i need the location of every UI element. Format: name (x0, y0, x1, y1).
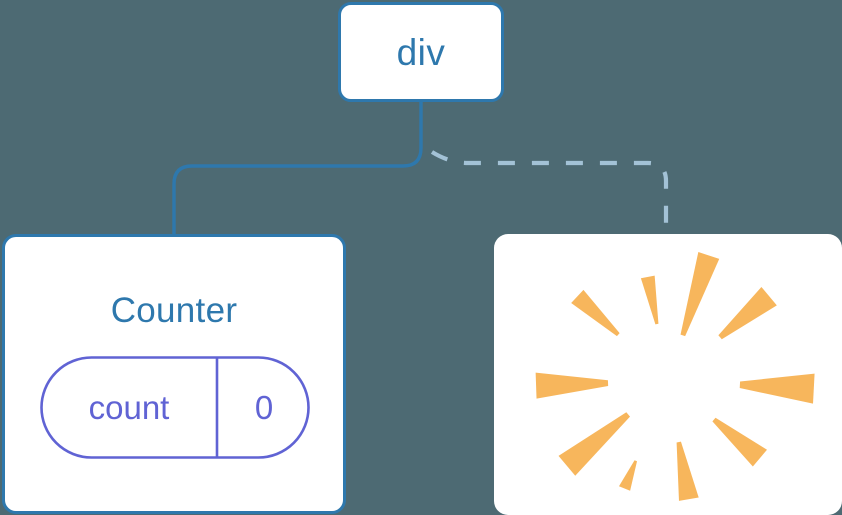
prop-pill-value: 0 (254, 389, 274, 426)
edge-div-to-counter-path (172, 99, 423, 238)
node-highlight[interactable] (494, 234, 842, 515)
sparkle-ray-3 (571, 289, 620, 337)
sparkle-ray-8 (676, 441, 699, 501)
sparkle-ray-7 (558, 412, 630, 476)
sparkle-ray-6 (712, 417, 767, 467)
sparkle-ray-5 (535, 372, 609, 399)
prop-pill-outline (40, 356, 310, 459)
sparkle-ray-4 (739, 373, 815, 404)
prop-pill-key: count (88, 389, 170, 426)
prop-pill-count[interactable]: count 0 (40, 356, 310, 459)
node-counter-title: Counter (110, 291, 238, 330)
sparkle-ray-0 (680, 252, 720, 337)
sparkle-ray-2 (718, 286, 777, 340)
node-div-label: div (396, 31, 446, 73)
sunburst-sparkle-icon (535, 252, 815, 501)
sparkle-ray-9 (618, 460, 638, 491)
edge-div-to-highlight-path (430, 150, 669, 236)
node-div[interactable]: div (338, 2, 504, 102)
sparkle-ray-1 (640, 275, 659, 325)
